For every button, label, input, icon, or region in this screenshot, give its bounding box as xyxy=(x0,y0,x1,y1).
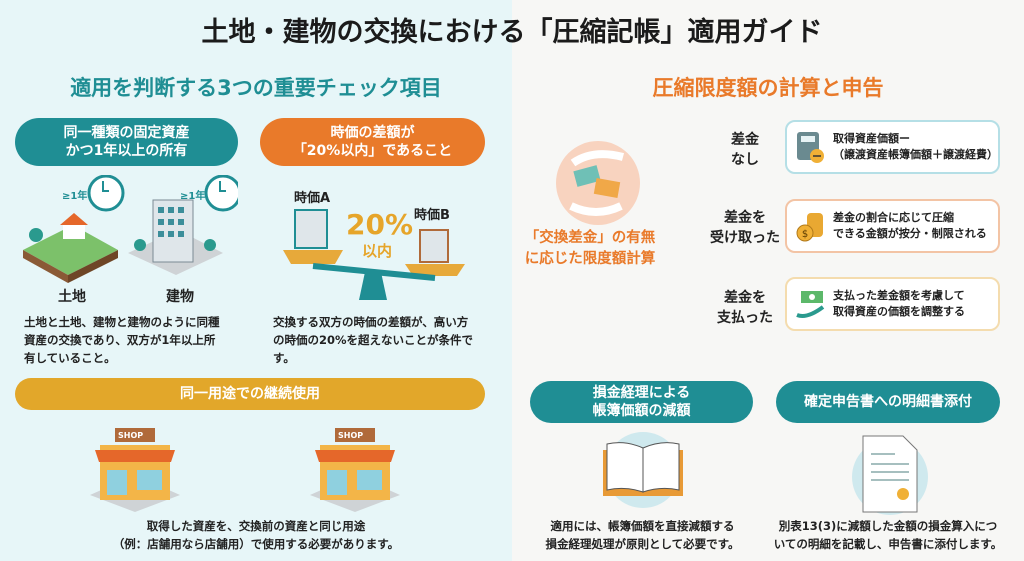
case-paid-difference: 支払った差金額を考慮して 取得資産の価額を調整する xyxy=(785,277,1000,331)
check-same-type-pill: 同一種類の固定資産 かつ1年以上の所有 xyxy=(15,118,238,166)
step-tax-return-attachment-description: 別表13(3)に減額した金額の損金算入につ いての明細を記載し、申告書に添付しま… xyxy=(773,519,1003,551)
left-panel-background xyxy=(0,0,512,561)
svg-text:$: $ xyxy=(802,229,808,240)
money-hand-icon xyxy=(796,291,825,318)
check-price-difference-description: 交換する双方の時価の差額が、高い方 の時価の20%を超えないことが条件で す。 xyxy=(273,315,474,365)
shop-sign: SHOP xyxy=(338,431,364,440)
duration-badge: ≥1年 xyxy=(62,191,88,202)
check-price-difference-pill: 時価の差額が 「20%以内」であること xyxy=(260,118,485,166)
open-book-icon xyxy=(603,432,683,508)
step-book-value-reduction-description: 適用には、帳簿価額を直接減額する 損金経理処理が原則として必要です。 xyxy=(545,519,740,551)
building-label: 建物 xyxy=(166,289,194,305)
right-heading: 圧縮限度額の計算と申告 xyxy=(652,76,884,100)
case-label: 差金を 受け取った xyxy=(710,210,780,247)
shop-icon xyxy=(310,428,400,512)
value-b-label: 時価B xyxy=(414,208,450,223)
check-same-use-pill: 同一用途での継続使用 xyxy=(15,378,485,410)
check-same-type-description: 土地と土地、建物と建物のように同種 資産の交換であり、双方が1年以上所 有してい… xyxy=(24,315,220,365)
coins-icon: $ xyxy=(796,213,823,242)
balance-scale-icon xyxy=(283,209,465,300)
shop-sign: SHOP xyxy=(118,431,144,440)
duration-badge: ≥1年 xyxy=(180,191,206,202)
page-title: 土地・建物の交換における「圧縮記帳」適用ガイド xyxy=(201,17,823,48)
difference-calculation-label: 「交換差金」の有無 に応じた限度額計算 xyxy=(524,230,656,268)
clock-icon xyxy=(204,175,238,212)
step-tax-return-attachment-pill: 確定申告書への明細書添付 xyxy=(776,381,1000,423)
percent-value: 20% xyxy=(346,208,414,241)
case-label: 差金 なし xyxy=(731,132,759,169)
check-same-use-description: 取得した資産を、交換前の資産と同じ用途 （例：店舗用なら店舗用）で使用する必要が… xyxy=(112,519,400,551)
document-certificate-icon xyxy=(852,435,928,515)
clock-icon xyxy=(87,175,125,212)
step-book-value-reduction-pill: 損金経理による 帳簿価額の減額 xyxy=(530,381,753,423)
case-label: 差金を 支払った xyxy=(717,290,773,327)
value-a-label: 時価A xyxy=(294,191,331,206)
case-description: 支払った差金額を考慮して 取得資産の価額を調整する xyxy=(833,288,965,319)
land-label: 土地 xyxy=(58,289,86,305)
case-received-difference: $ 差金の割合に応じて圧縮 できる金額が按分・制限される xyxy=(785,199,1000,253)
case-no-difference: 取得資産価額ー （譲渡資産帳簿価額＋譲渡経費） xyxy=(785,120,1000,174)
case-description: 差金の割合に応じて圧縮 できる金額が按分・制限される xyxy=(833,210,987,241)
case-formula: 取得資産価額ー （譲渡資産帳簿価額＋譲渡経費） xyxy=(833,131,998,162)
exchange-hands-icon xyxy=(556,141,640,225)
land-building-illustration xyxy=(23,175,238,283)
within-label: 以内 xyxy=(362,242,393,260)
shop-icon xyxy=(90,428,180,512)
calculator-icon xyxy=(797,132,824,163)
left-heading: 適用を判断する3つの重要チェック項目 xyxy=(70,76,442,100)
